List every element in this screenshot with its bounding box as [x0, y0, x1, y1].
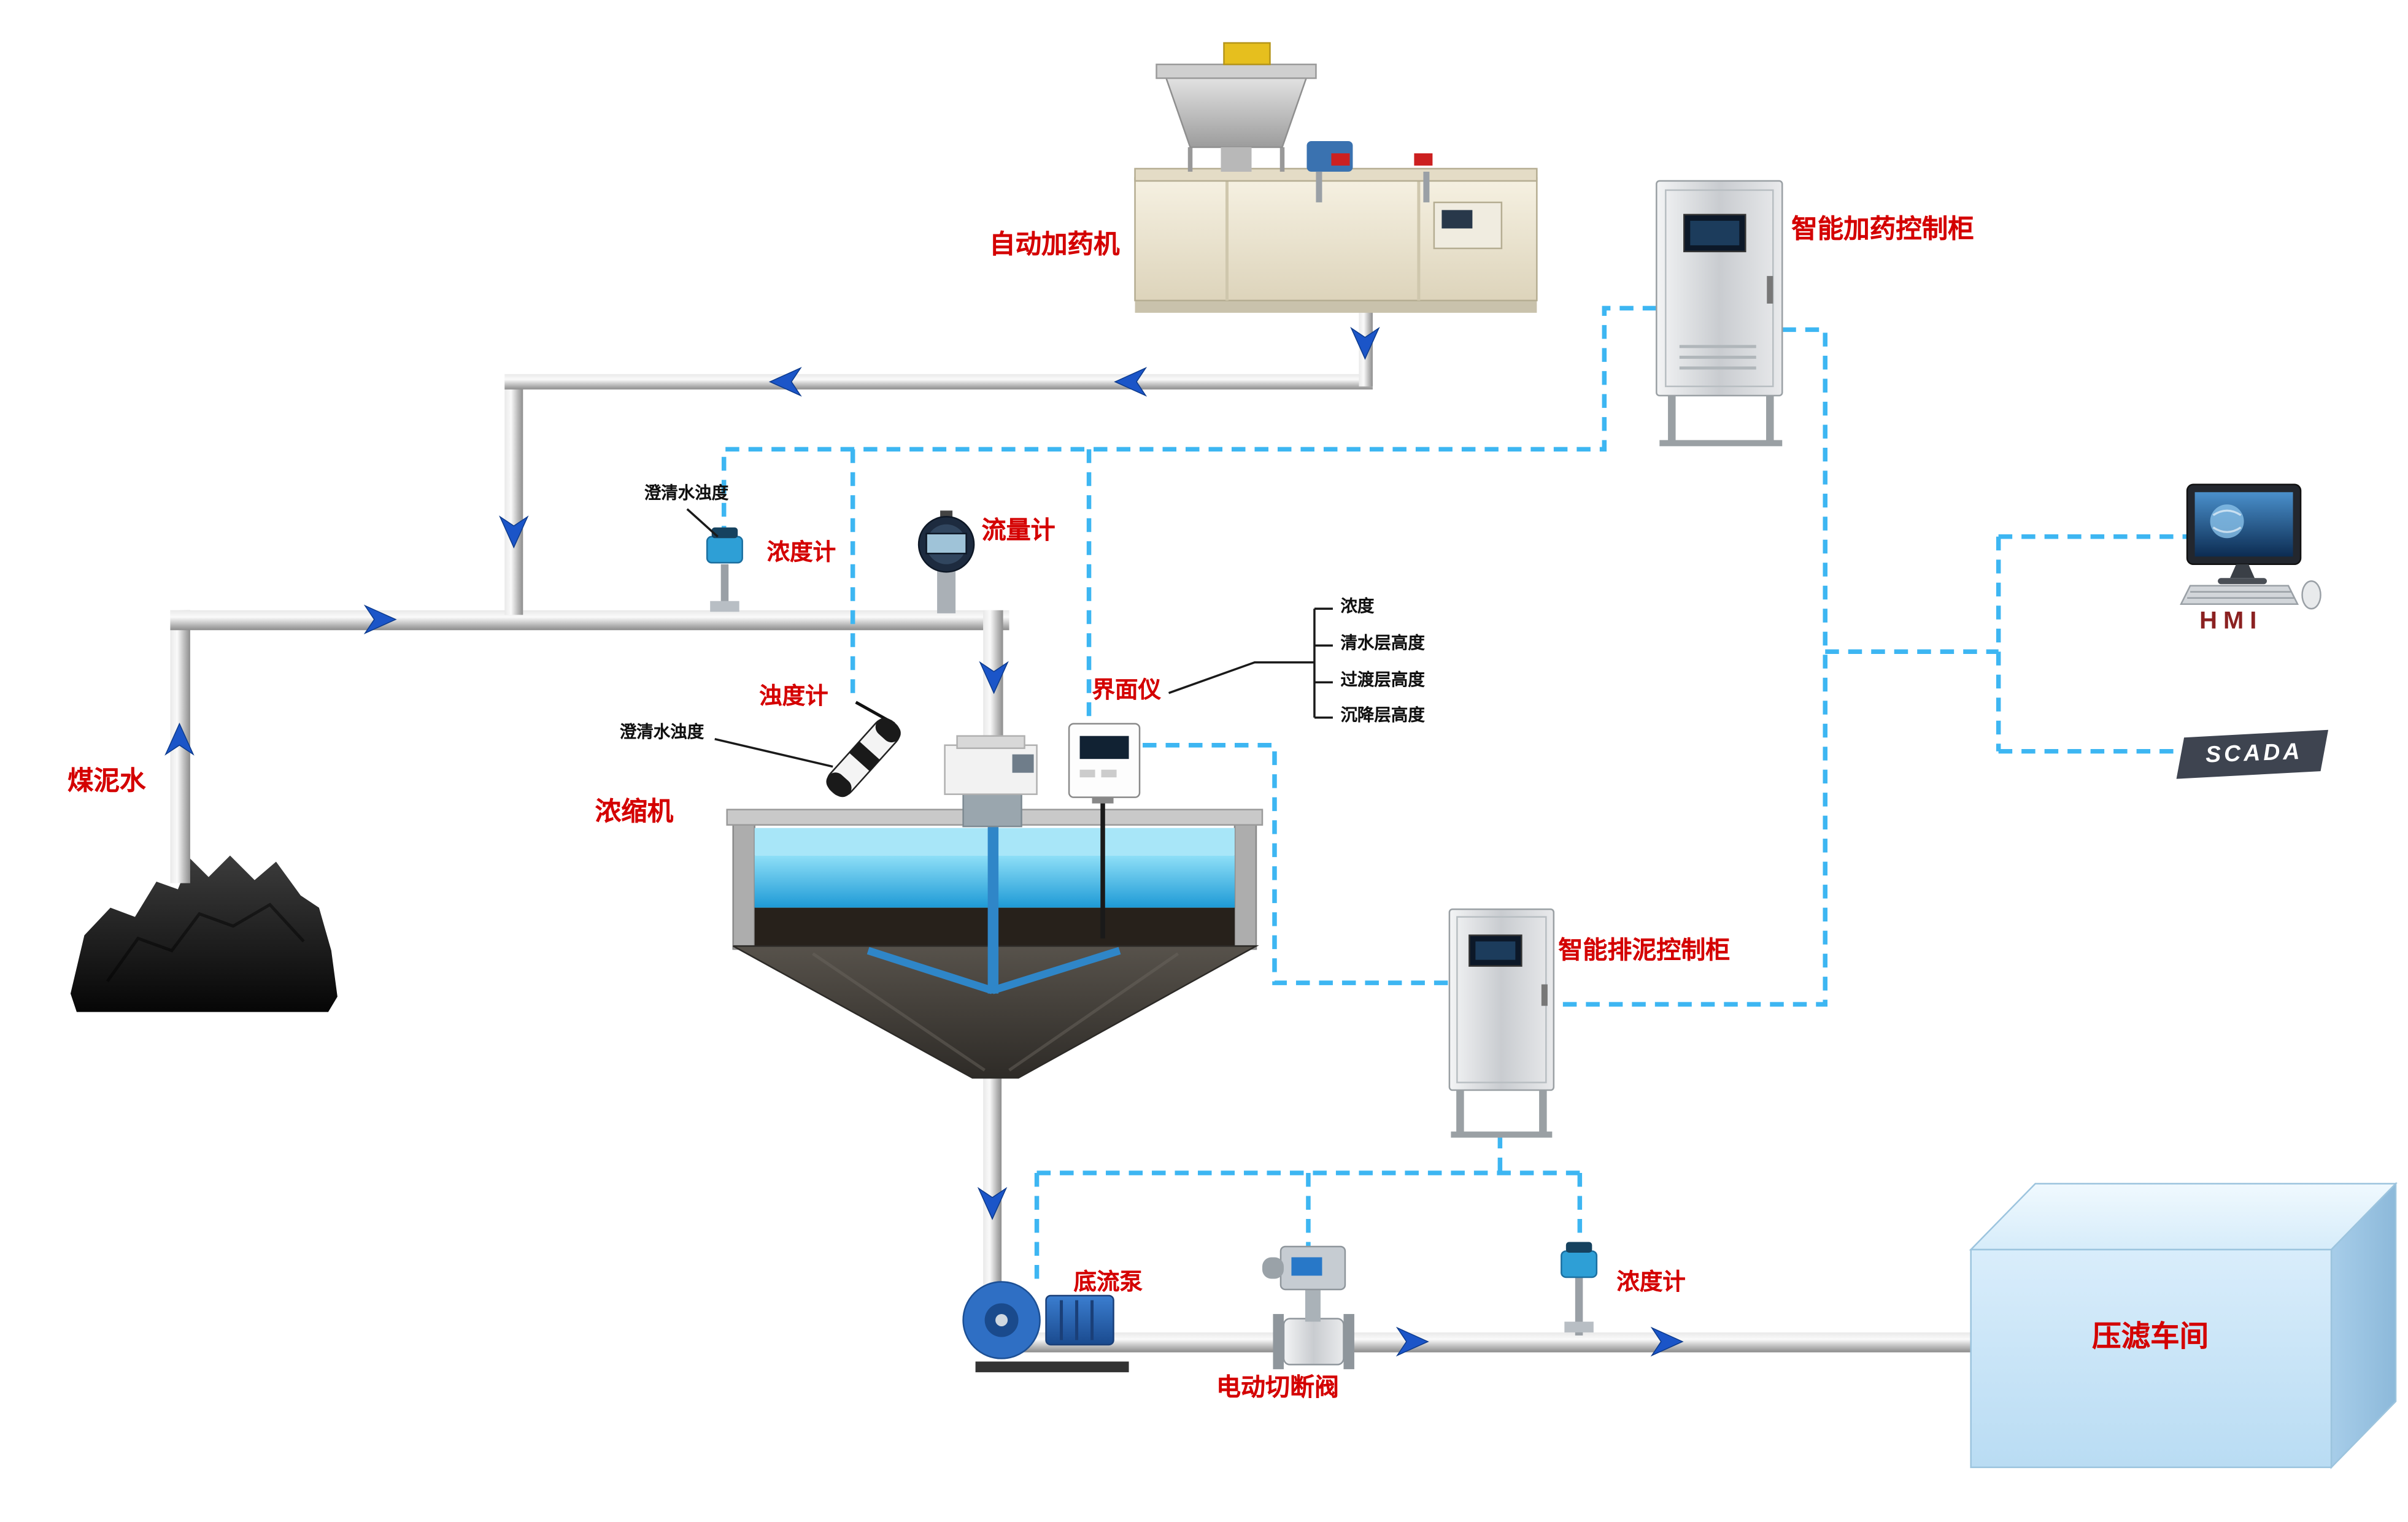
flow-arrow-down	[979, 661, 1009, 694]
hmi-mouse	[2301, 580, 2321, 610]
thickener	[726, 735, 1264, 1079]
dosing-machine	[1134, 42, 1538, 313]
annotation-lines	[686, 508, 1333, 768]
feedwell	[962, 791, 1022, 828]
pipe-underflow	[983, 1073, 1002, 1285]
flow-meter	[917, 510, 975, 613]
interface-meter	[1068, 723, 1141, 939]
flow-arrow-right	[363, 604, 397, 634]
flow-arrow-left	[768, 367, 802, 397]
filter-press-workshop	[1969, 1182, 2398, 1469]
underflow-pump	[962, 1281, 1129, 1372]
flow-arrow-right	[1395, 1326, 1429, 1357]
flow-arrow-down	[977, 1186, 1008, 1220]
pipe-discharge	[992, 1332, 1986, 1353]
electric-shutoff-valve	[1262, 1245, 1354, 1369]
thickener-cone	[733, 945, 1259, 1079]
hmi-station	[2180, 483, 2321, 610]
rake-shaft	[987, 797, 999, 994]
hopper	[1164, 75, 1308, 148]
pipe-main-feed	[170, 610, 1009, 631]
signal-dosing-bus	[721, 306, 1657, 534]
flow-arrow-down	[499, 515, 529, 549]
signal-cabinet-trunk	[1553, 327, 1827, 1007]
flow-arrow-up	[164, 722, 195, 756]
dosing-control-cabinet	[1656, 180, 1783, 447]
mud-discharge-control-cabinet	[1448, 908, 1555, 1138]
turbidity-meter	[826, 701, 901, 798]
concentration-meter-top	[706, 527, 743, 612]
pipe-dosing-drop	[504, 380, 523, 615]
flow-arrow-right	[1650, 1326, 1684, 1357]
flow-arrow-down	[1350, 326, 1380, 360]
rake-arm-left	[866, 947, 994, 994]
rake-arm-right	[991, 947, 1121, 994]
concentration-meter-bottom	[1561, 1242, 1598, 1336]
coal-pile	[70, 855, 338, 1012]
pipe-dosing-line	[504, 374, 1373, 390]
flow-arrow-left	[1114, 367, 1148, 397]
signal-lines	[721, 306, 2191, 1282]
scada-badge	[2176, 729, 2329, 779]
hmi-keyboard	[2180, 585, 2299, 605]
flow-arrows	[164, 326, 1684, 1357]
pipes	[170, 306, 1986, 1353]
